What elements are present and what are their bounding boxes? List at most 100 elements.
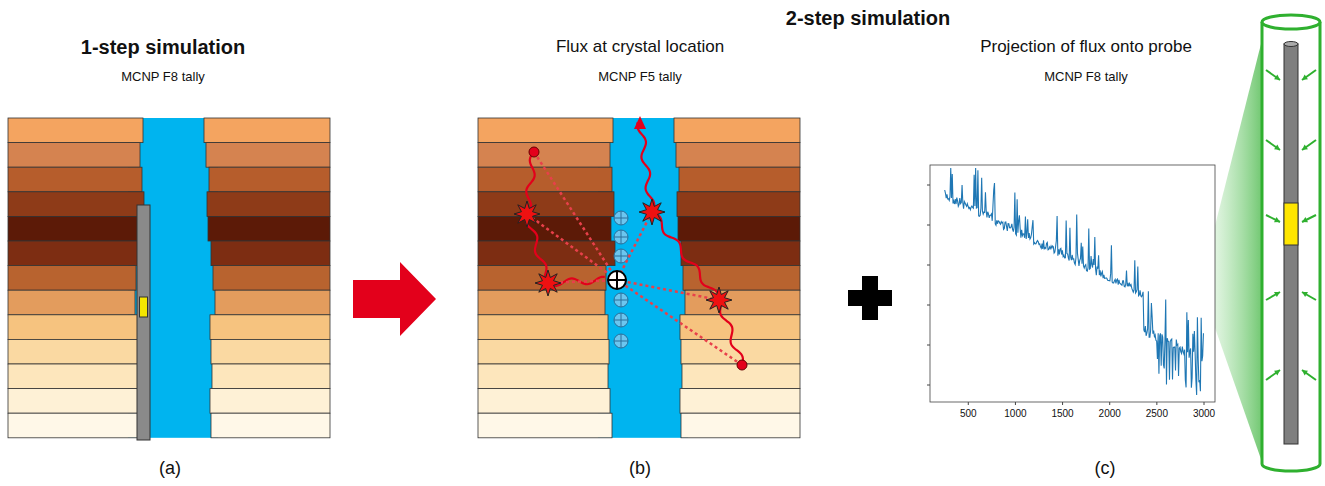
rock-layer	[8, 241, 145, 266]
panel-heading: Projection of flux onto probe	[980, 38, 1192, 57]
rock-layer	[8, 167, 142, 192]
rock-layer	[8, 339, 139, 364]
rock-layer	[8, 364, 138, 389]
rock-layer	[478, 315, 608, 340]
inward-arrow	[1302, 75, 1308, 80]
rock-layer	[680, 389, 800, 414]
rock-layer	[8, 389, 140, 414]
spectrum-line	[945, 168, 1204, 395]
rock-layer	[678, 216, 800, 241]
detector-point	[608, 271, 626, 289]
inward-arrow	[1302, 70, 1316, 80]
panel-subheading: MCNP F8 tally	[1044, 70, 1128, 84]
axis-tick	[927, 185, 930, 186]
axis-tick	[1204, 402, 1205, 405]
probe-cylinder	[1262, 15, 1320, 471]
panel-b	[478, 116, 800, 438]
direct-path	[534, 152, 617, 280]
detector-point	[614, 230, 628, 244]
rock-layer	[8, 266, 136, 291]
rock-layer	[209, 167, 330, 192]
axis-tick	[1109, 402, 1110, 405]
rock-layer	[478, 192, 614, 217]
probe-part	[1284, 42, 1298, 47]
detector-point	[614, 230, 628, 244]
crystal	[1284, 203, 1298, 245]
panel-subheading: MCNP F5 tally	[598, 70, 682, 84]
borehole-water	[598, 118, 688, 438]
inward-arrow	[1274, 292, 1280, 297]
rock-layer	[676, 143, 800, 168]
rock-layer	[211, 241, 330, 266]
inward-arrow	[1302, 215, 1316, 222]
rock-layer	[478, 118, 613, 143]
inward-arrow	[1274, 370, 1280, 375]
rock-layer	[206, 143, 330, 168]
rock-layer	[478, 290, 605, 315]
axis-tick	[927, 225, 930, 226]
direct-path	[617, 212, 652, 280]
detector-point	[614, 211, 628, 225]
rock-layer	[8, 192, 144, 217]
detector-point	[614, 313, 628, 327]
rock-layer	[680, 315, 800, 340]
axis-tick-label: 500	[960, 408, 977, 419]
probe-part	[1262, 15, 1320, 29]
inward-arrow	[1266, 292, 1280, 300]
rock-layer	[212, 364, 330, 389]
rock-layer	[478, 364, 608, 389]
panel-letter: (c)	[1095, 459, 1116, 479]
detector-point	[614, 293, 628, 307]
interaction-star	[706, 287, 732, 313]
axis-tick	[1062, 402, 1063, 405]
detector-point	[608, 271, 626, 289]
rock-layer	[681, 413, 800, 438]
axis-tick	[927, 305, 930, 306]
rock-layer	[204, 118, 330, 143]
detector-point	[614, 313, 628, 327]
rock-layer	[210, 315, 330, 340]
direct-path	[617, 280, 719, 300]
particle-track	[720, 299, 743, 365]
rock-layer	[478, 216, 611, 241]
panel-heading: 1-step simulation	[81, 36, 245, 58]
direct-path	[527, 214, 617, 280]
rock-layer	[478, 143, 610, 168]
rock-layer	[207, 192, 330, 217]
axis-tick-label: 1500	[1051, 408, 1073, 419]
rock-layer	[208, 216, 330, 241]
rock-layer	[8, 118, 143, 143]
inward-arrow	[1302, 140, 1316, 150]
rock-layer	[478, 389, 610, 414]
probe-part	[1284, 44, 1298, 444]
detector-point	[614, 334, 628, 348]
inward-arrow	[1274, 145, 1280, 150]
probe	[137, 205, 150, 440]
rock-layer	[8, 413, 142, 438]
panel-letter: (a)	[159, 459, 181, 479]
panel-heading: Flux at crystal location	[556, 38, 724, 57]
rock-layer	[685, 290, 800, 315]
axis-tick	[1156, 402, 1157, 405]
plus-sign	[848, 276, 892, 320]
axis-tick	[927, 345, 930, 346]
rock-layer	[215, 290, 330, 315]
axis-tick-label: 2500	[1146, 408, 1168, 419]
axis-tick-label: 1000	[1004, 408, 1026, 419]
interaction-star	[535, 270, 561, 296]
rock-layer	[681, 241, 800, 266]
interaction-star	[639, 199, 665, 225]
axis-tick	[1015, 402, 1016, 405]
inward-arrow	[1266, 140, 1280, 150]
panel-a	[8, 118, 330, 440]
inward-arrow	[1302, 370, 1308, 375]
rock-layer	[211, 339, 330, 364]
inward-arrow	[1266, 70, 1280, 80]
inward-arrow	[1302, 370, 1316, 380]
crystal	[140, 297, 148, 317]
detector-point	[614, 293, 628, 307]
rock-layer	[677, 192, 800, 217]
rock-layer	[478, 339, 609, 364]
axis-tick	[968, 402, 969, 405]
